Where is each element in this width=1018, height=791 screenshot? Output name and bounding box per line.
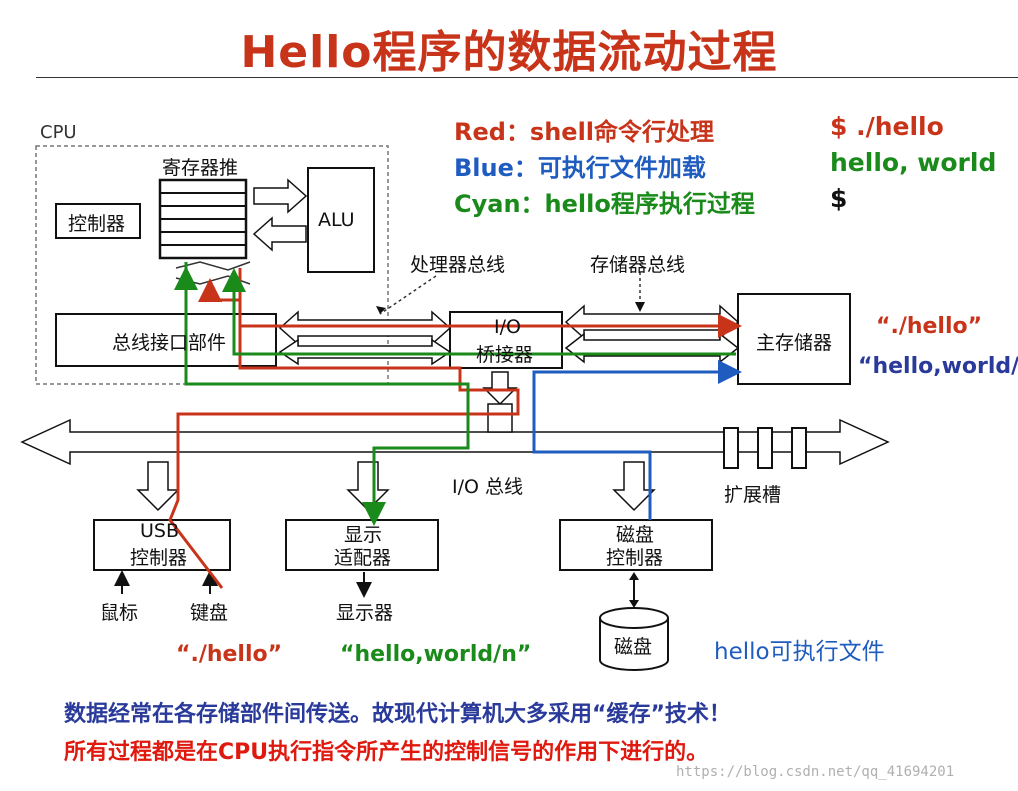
disk-drop-arrow — [612, 461, 656, 512]
expansion-slots-label: 扩展槽 — [724, 484, 782, 506]
memory-hello-annotation: “./hello” — [876, 314, 983, 339]
watermark: https://blog.csdn.net/qq_41694201 — [676, 764, 955, 780]
bridge-bus-link — [482, 371, 518, 406]
main-memory-box — [737, 293, 851, 385]
legend-cyan: Cyan：hello程序执行过程 — [454, 190, 755, 218]
io-bridge-label-1: I/O — [494, 316, 521, 338]
terminal-line-1: $ ./hello — [830, 112, 944, 141]
io-bus — [20, 418, 890, 466]
terminal-line-2: hello, world — [830, 148, 997, 177]
cpu-label: CPU — [40, 122, 77, 143]
mouse-label: 鼠标 — [100, 602, 139, 624]
display-adapter-box — [285, 519, 439, 571]
legend-blue: Blue：可执行文件加载 — [454, 154, 706, 182]
note-control-signals: 所有过程都是在CPU执行指令所产生的控制信号的作用下进行的。 — [64, 740, 709, 765]
usb-label-2: 控制器 — [130, 547, 188, 569]
expansion-slot — [791, 427, 807, 469]
io-bridge-box — [449, 311, 563, 369]
blue-flow-path — [532, 360, 742, 520]
disk-controller-label-2: 控制器 — [606, 547, 664, 569]
controller-label: 控制器 — [68, 213, 126, 235]
processor-bus-label: 处理器总线 — [410, 254, 506, 276]
disk-label: 磁盘 — [614, 636, 653, 658]
disk-controller-box — [559, 519, 713, 571]
main-memory-label: 主存储器 — [756, 332, 833, 354]
reg-bus-link — [175, 261, 251, 271]
processor-bus-low — [278, 338, 452, 366]
page-title: Hello程序的数据流动过程 — [240, 27, 778, 78]
alu-to-reg-arrow — [252, 216, 307, 252]
processor-bus-pointer — [379, 275, 437, 315]
keyboard-hello-annotation: “./hello” — [176, 642, 283, 667]
title-divider — [36, 77, 1018, 78]
disk-controller-label-1: 磁盘 — [616, 524, 655, 546]
display-output-annotation: “hello,world/n” — [340, 642, 532, 667]
alu-label: ALU — [318, 209, 355, 231]
register-file — [158, 178, 248, 260]
usb-drop-arrow — [136, 461, 180, 512]
monitor-label: 显示器 — [336, 602, 394, 624]
display-label-2: 适配器 — [334, 547, 392, 569]
memory-bus-low — [564, 332, 740, 364]
terminal-line-3: $ — [830, 184, 848, 213]
keyboard-label: 键盘 — [190, 602, 229, 624]
processor-bus — [278, 310, 452, 346]
legend-red: Red：shell命令行处理 — [454, 118, 715, 146]
alu-box — [307, 167, 375, 273]
disk-cylinder — [599, 607, 669, 671]
memory-bus-label: 存储器总线 — [590, 254, 686, 276]
io-bus-label: I/O 总线 — [452, 476, 523, 498]
green-flow-path — [222, 268, 736, 356]
note-caching: 数据经常在各存储部件间传送。故现代计算机大多采用“缓存”技术！ — [64, 702, 731, 727]
usb-controller-box — [93, 519, 231, 571]
usb-label-1: USB — [140, 520, 180, 542]
register-file-label: 寄存器推 — [162, 157, 239, 179]
executable-file-annotation: hello可执行文件 — [714, 639, 885, 665]
memory-bus — [564, 304, 740, 340]
io-bridge-label-2: 桥接器 — [476, 344, 534, 366]
controller-box — [55, 203, 141, 239]
expansion-slot — [757, 427, 773, 469]
display-drop-arrow — [346, 461, 390, 512]
bus-interface-label: 总线接口部件 — [112, 332, 227, 354]
reg-to-alu-arrow — [253, 178, 308, 214]
green-flow-path-2 — [184, 262, 470, 526]
expansion-slot — [723, 427, 739, 469]
memory-output-annotation: “hello,world/n” — [858, 354, 1018, 379]
display-label-1: 显示 — [344, 524, 383, 546]
